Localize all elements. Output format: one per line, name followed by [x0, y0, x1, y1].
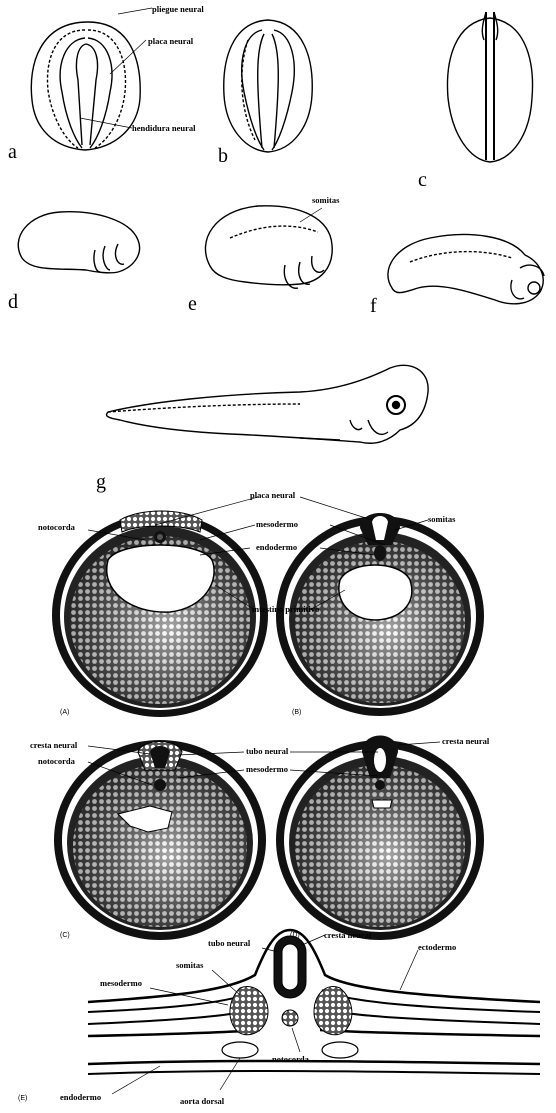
- label-pliegue-neural: pliegue neural: [152, 4, 204, 14]
- embryo-f-elongating: [388, 235, 544, 304]
- label-somitas-B: somitas: [428, 514, 456, 524]
- embryo-e-somites: [205, 206, 332, 288]
- label-tubo-neural-E: tubo neural: [208, 938, 251, 948]
- section-E: [88, 930, 540, 1074]
- label-intestino-primitivo: intestino primitivo: [252, 604, 319, 614]
- panel-letter-f: f: [370, 295, 377, 317]
- label-placa-neural-top: placa neural: [148, 36, 194, 46]
- label-cresta-neural-C: cresta neural: [30, 740, 78, 750]
- embryo-a-neural-plate: [31, 22, 140, 150]
- label-cresta-neural-E: cresta neural: [324, 930, 372, 940]
- label-somitas-E: somitas: [176, 960, 204, 970]
- panel-letter-b: b: [218, 145, 228, 167]
- caption-C: (C): [60, 932, 70, 939]
- panel-letter-c: c: [418, 169, 427, 191]
- caption-E: (E): [18, 1095, 27, 1102]
- panel-letter-a: a: [8, 141, 17, 163]
- panel-letter-g: g: [96, 471, 106, 493]
- panel-letter-e: e: [188, 293, 197, 315]
- label-mesodermo-AB: mesodermo: [256, 519, 298, 529]
- label-mesodermo-CD: mesodermo: [246, 764, 288, 774]
- embryo-b-neural-folds: [224, 20, 312, 152]
- label-tubo-neural-CD: tubo neural: [246, 746, 289, 756]
- label-placa-neural: placa neural: [250, 490, 296, 500]
- panel-letter-d: d: [8, 291, 18, 313]
- caption-A: (A): [60, 709, 69, 716]
- label-mesodermo-E: mesodermo: [100, 978, 142, 988]
- label-endodermo-E: endodermo: [60, 1092, 101, 1102]
- label-notocorda-E: notocorda: [272, 1054, 310, 1064]
- embryo-d-tailbud: [18, 212, 139, 273]
- label-notocorda-C: notocorda: [38, 756, 76, 766]
- section-A: [52, 511, 268, 717]
- embryo-g-tailbud-larva: [107, 365, 429, 443]
- label-notocorda-A: notocorda: [38, 522, 76, 532]
- caption-B: (B): [292, 709, 301, 716]
- label-somitas-top: somitas: [312, 195, 340, 205]
- section-C: [54, 740, 266, 940]
- label-cresta-neural-D: cresta neural: [442, 736, 490, 746]
- label-aorta-dorsal: aorta dorsal: [180, 1096, 225, 1106]
- label-endodermo: endodermo: [256, 542, 297, 552]
- label-ectodermo: ectodermo: [418, 942, 456, 952]
- label-hendidura-neural: hendidura neural: [132, 123, 196, 133]
- section-D: [276, 736, 484, 941]
- embryo-c-neural-tube: [447, 12, 532, 162]
